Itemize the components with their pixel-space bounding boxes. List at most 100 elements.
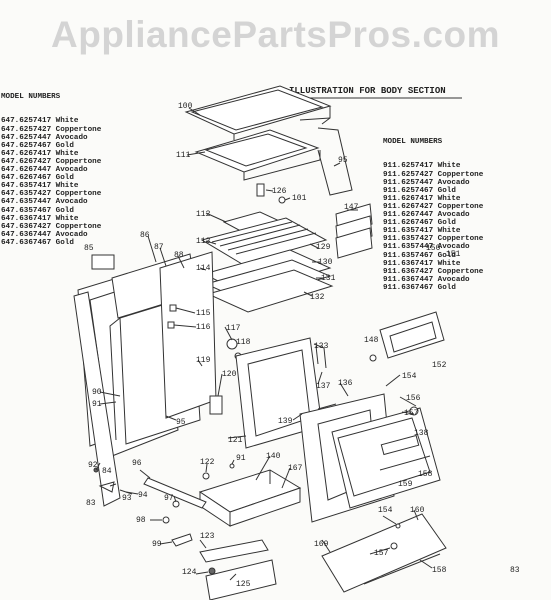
- part-label: 83: [86, 499, 96, 508]
- part-label: 83: [510, 566, 520, 575]
- left-model-item: 647.6367417 White: [1, 214, 79, 223]
- right-model-item: 911.6357467 Gold: [383, 251, 456, 260]
- section-title: ILLUSTRATION FOR BODY SECTION: [289, 86, 446, 96]
- right-model-item: 911.6357447 Avocado: [383, 243, 470, 252]
- leader-lines: [95, 107, 433, 581]
- part-label: 133: [314, 342, 329, 351]
- part-label: 124: [182, 568, 197, 577]
- part-label: 87: [154, 243, 164, 252]
- part-98: [162, 516, 170, 524]
- part-label: 151: [446, 250, 461, 259]
- top-body-frame: [194, 117, 353, 196]
- right-model-item: 911.6357427 Coppertone: [383, 235, 484, 244]
- right-model-item: 911.6367447 Avocado: [383, 275, 470, 284]
- part-label: 125: [236, 580, 251, 589]
- right-model-item: 911.6367427 Coppertone: [383, 267, 484, 276]
- part-label: 130: [318, 258, 333, 267]
- right-model-item: 911.6257417 White: [383, 162, 461, 171]
- part-label: 154: [402, 372, 417, 381]
- left-model-item: 647.6357427 Coppertone: [1, 190, 102, 199]
- watermark: AppliancePartsPros.com: [51, 14, 500, 55]
- left-model-item: 647.6257417 White: [1, 117, 79, 126]
- left-model-item: 647.6367447 Avocado: [1, 230, 88, 239]
- part-label: 111: [176, 151, 191, 160]
- part-label: 156: [406, 394, 421, 403]
- oven-door: [299, 393, 441, 523]
- part-156: [409, 406, 419, 416]
- part-label: 95: [176, 418, 186, 427]
- right-model-item: 911.6257447 Avocado: [383, 178, 470, 187]
- part-label: 95: [338, 156, 348, 165]
- part-label: 121: [228, 436, 243, 445]
- right-model-item: 911.6267417 White: [383, 194, 461, 203]
- part-label: 123: [200, 532, 215, 541]
- part-label: 167: [288, 464, 303, 473]
- part-label: 159: [398, 480, 413, 489]
- left-model-item: 647.6257447 Avocado: [1, 133, 88, 142]
- right-model-item: 911.6367417 White: [383, 259, 461, 268]
- storage-drawer: [198, 469, 302, 527]
- part-label: 137: [316, 382, 331, 391]
- part-label: 119: [196, 356, 211, 365]
- lower-panel-160: [321, 513, 447, 593]
- part-number-labels: 1001119512610111214711312913013113215015…: [84, 102, 520, 589]
- part-83: [98, 481, 115, 493]
- part-label: 132: [310, 293, 325, 302]
- part-label: 138: [414, 429, 429, 438]
- part-label: 88: [174, 251, 184, 260]
- panel-147-set: [335, 203, 373, 259]
- part-label: 93: [122, 494, 132, 503]
- rail-96: [143, 477, 207, 509]
- part-label: 114: [196, 264, 211, 273]
- part-99: [171, 533, 193, 547]
- part-label: 126: [272, 187, 287, 196]
- part-label: 169: [314, 540, 329, 549]
- right-model-item: 911.6357417 White: [383, 227, 461, 236]
- left-model-item: 647.6357467 Gold: [1, 206, 74, 215]
- part-label: 129: [316, 243, 331, 252]
- part-85: [91, 254, 115, 270]
- part-label: 100: [178, 102, 193, 111]
- part-label: 122: [200, 458, 215, 467]
- left-model-item: 647.6357417 White: [1, 182, 79, 191]
- left-model-header: MODEL NUMBERS: [1, 93, 61, 102]
- part-label: 157: [404, 409, 419, 418]
- right-model-item: 911.6257467 Gold: [383, 186, 456, 195]
- right-model-item: 911.6267447 Avocado: [383, 211, 470, 220]
- left-model-item: 647.6357447 Avocado: [1, 198, 88, 207]
- part-label: 154: [378, 506, 393, 515]
- part-label: 140: [266, 452, 281, 461]
- part-label: 115: [196, 309, 211, 318]
- part-label: 98: [136, 516, 146, 525]
- part-label: 96: [132, 459, 142, 468]
- cooktop-panel: [184, 85, 332, 140]
- right-model-header: MODEL NUMBERS: [383, 138, 443, 147]
- left-model-item: 647.6257427 Coppertone: [1, 125, 102, 134]
- left-model-item: 647.6267417 White: [1, 149, 79, 158]
- part-label: 131: [321, 274, 336, 283]
- right-model-item: 911.6267467 Gold: [383, 219, 456, 228]
- drawer-front-125: [199, 539, 277, 600]
- right-model-item: 911.6257427 Coppertone: [383, 170, 484, 179]
- part-label: 150: [426, 244, 441, 253]
- part-label: 113: [196, 237, 211, 246]
- part-label: 101: [292, 194, 307, 203]
- part-label: 99: [152, 540, 162, 549]
- part-label: 147: [344, 203, 359, 212]
- part-label: 116: [196, 323, 211, 332]
- part-126: [256, 183, 265, 197]
- part-label: 91: [92, 400, 102, 409]
- part-label: 91: [236, 454, 246, 463]
- part-label: 136: [338, 379, 353, 388]
- part-label: 152: [432, 361, 447, 370]
- part-label: 157: [374, 549, 389, 558]
- part-label: 118: [236, 338, 251, 347]
- part-label: 86: [140, 231, 150, 240]
- part-label: 120: [222, 370, 237, 379]
- part-label: 85: [84, 244, 94, 253]
